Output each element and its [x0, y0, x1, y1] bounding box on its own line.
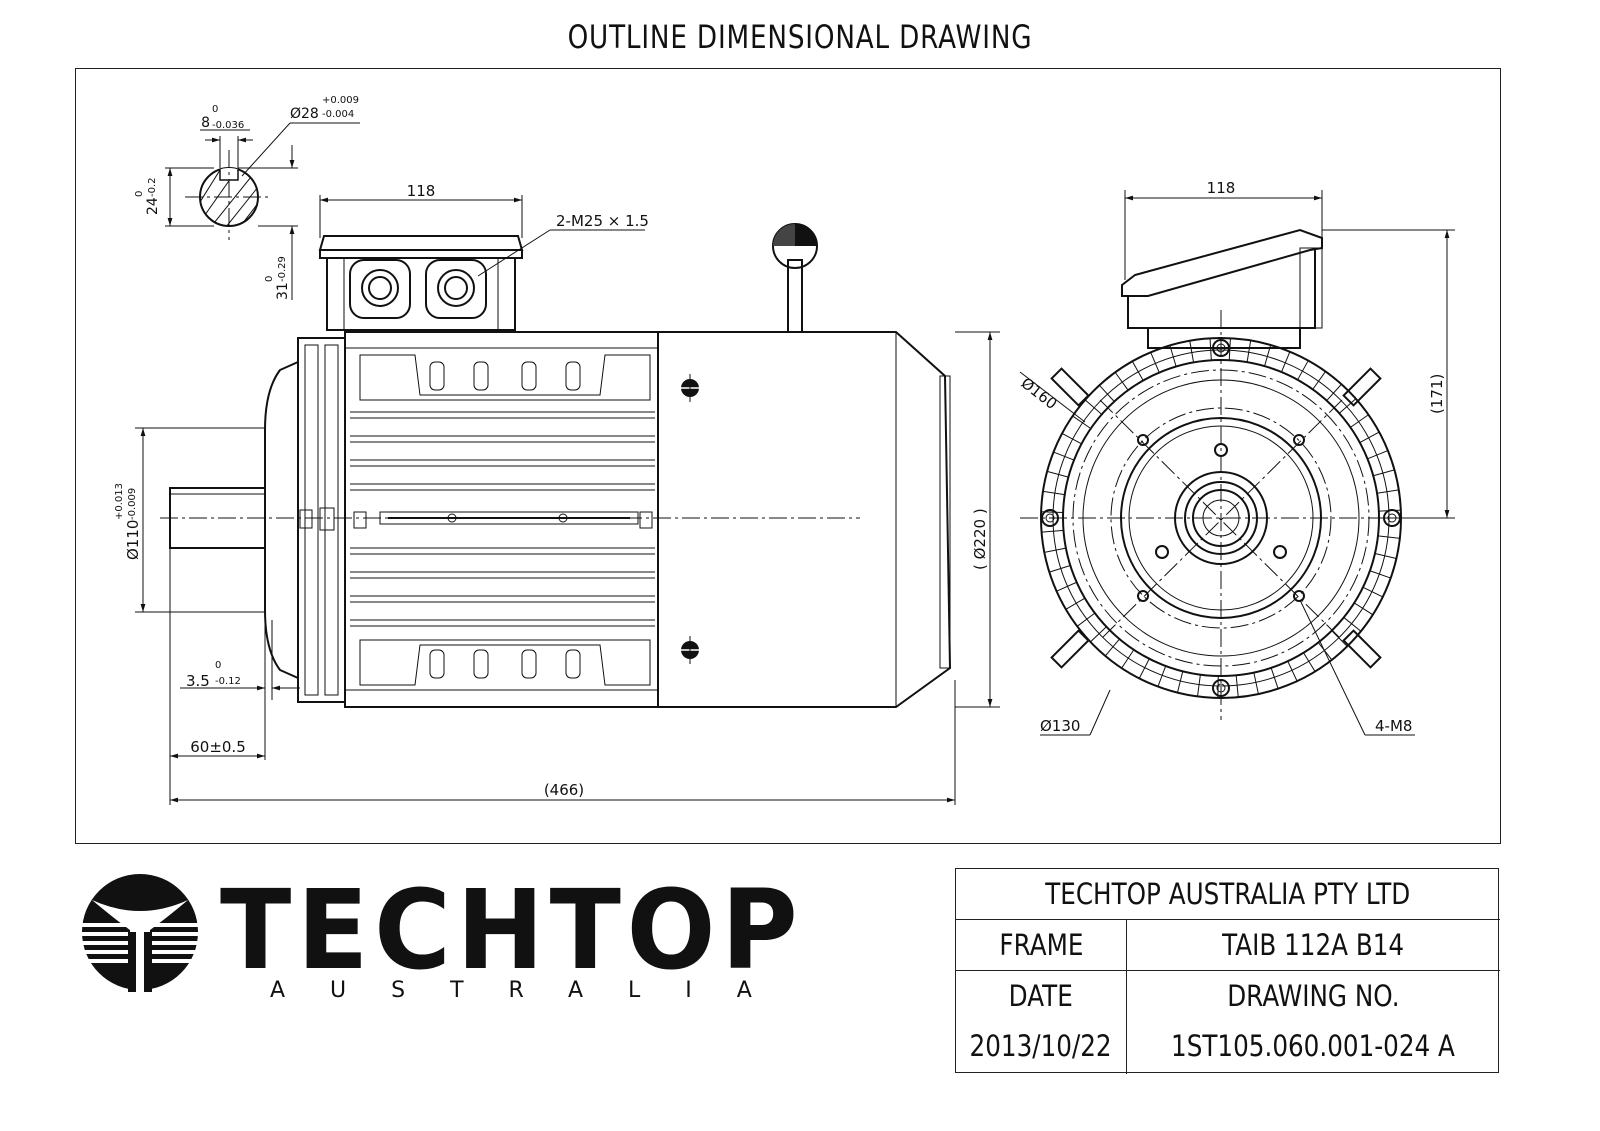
overall-length-dim: (466): [544, 781, 584, 799]
key-height-tol-lower: -0.2: [147, 177, 158, 197]
date-value-cell: 2013/10/22: [956, 1021, 1126, 1071]
outline-drawing: 8 0 -0.036 Ø28 +0.009 -0.004 24 0 -0.2 3…: [114, 95, 1455, 805]
bolt-pcd-dim: Ø130: [1040, 717, 1080, 735]
spigot-depth-tol-upper: 0: [215, 660, 221, 671]
frame-label-cell: FRAME: [956, 920, 1126, 970]
shaft-height-dim: 31: [275, 282, 291, 300]
logo-wordmark: TECHTOP: [220, 866, 804, 994]
logo-mark-icon: [80, 874, 200, 992]
shaft-dia-tol-lower: -0.004: [322, 109, 354, 120]
spigot-dia-tol-lower: -0.009: [127, 488, 138, 520]
overall-height-dim: (171): [1428, 374, 1446, 414]
cable-gland-2: [425, 259, 487, 319]
spigot-depth-tol-lower: -0.12: [215, 676, 241, 687]
date-label-cell: DATE: [956, 971, 1126, 1021]
key-height-dim: 24: [145, 197, 161, 215]
frame-value: TAIB 112A B14: [1221, 928, 1405, 962]
spigot-dia-tol-upper: +0.013: [114, 483, 125, 520]
drawing-no-value: 1ST105.060.001-024 A: [1171, 1029, 1455, 1063]
date-value: 2013/10/22: [969, 1029, 1113, 1063]
motor-side-view: [135, 195, 1000, 805]
body-dia-dim: ( Ø220 ): [971, 508, 989, 570]
title-block: TECHTOP AUSTRALIA PTY LTD FRAME TAIB 112…: [955, 868, 1500, 1074]
drawing-no-label: DRAWING NO.: [1226, 979, 1400, 1013]
flange-holes-dim: 4-M8: [1375, 717, 1412, 735]
techtop-logo: TECHTOP AUSTRALIA: [80, 870, 798, 1010]
shaft-height-tol-upper: 0: [264, 276, 275, 282]
date-label: DATE: [1008, 979, 1074, 1013]
shaft-section-view: [165, 122, 360, 300]
spigot-depth-dim: 3.5: [186, 672, 210, 690]
cable-gland-1: [349, 259, 411, 319]
shaft-dia-dim: Ø28: [290, 106, 319, 122]
company-name-cell: TECHTOP AUSTRALIA PTY LTD: [956, 869, 1500, 919]
drawing-no-label-cell: DRAWING NO.: [1126, 971, 1500, 1021]
page-title: OUTLINE DIMENSIONAL DRAWING: [567, 18, 1033, 56]
spigot-dia-dim: Ø110: [124, 520, 142, 560]
company-name: TECHTOP AUSTRALIA PTY LTD: [1045, 877, 1411, 911]
drawing-no-value-cell: 1ST105.060.001-024 A: [1126, 1021, 1500, 1071]
shaft-length-dim: 60±0.5: [190, 738, 246, 756]
end-terminal-width-dim: 118: [1207, 179, 1236, 197]
motor-end-view: [1019, 190, 1455, 736]
drawing-frame: [75, 68, 1501, 844]
key-height-tol-upper: 0: [134, 191, 145, 197]
shaft-dia-tol-upper: +0.009: [322, 95, 359, 106]
frame-label: FRAME: [998, 928, 1084, 962]
cable-gland-dim: 2-M25 × 1.5: [556, 212, 649, 230]
terminal-box-width-dim: 118: [407, 182, 436, 200]
shaft-height-tol-lower: -0.29: [277, 256, 288, 282]
key-width-tol-lower: -0.036: [212, 120, 244, 131]
logo-subtitle: AUSTRALIA: [270, 978, 797, 1003]
key-width-tol-upper: 0: [212, 104, 218, 115]
frame-value-cell: TAIB 112A B14: [1126, 920, 1500, 970]
key-width-dim: 8: [201, 115, 210, 131]
